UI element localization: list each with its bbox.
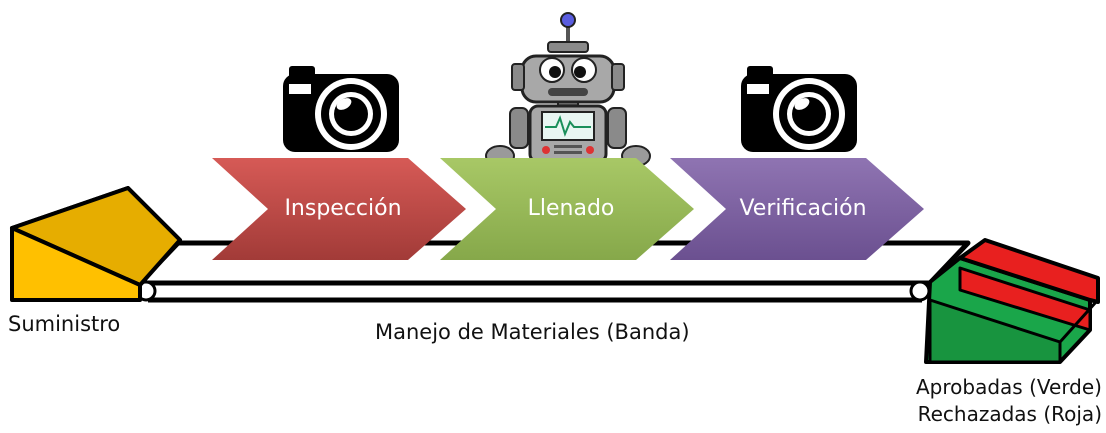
stage-label-verification: Verificación <box>739 196 867 221</box>
rejected-bin <box>958 238 1100 304</box>
rejected-label: Rechazadas (Roja) <box>917 402 1102 426</box>
robot-icon <box>485 12 651 167</box>
conveyor-roller-right <box>909 280 931 302</box>
chevron-verification <box>670 158 924 260</box>
output-bin <box>924 238 1100 364</box>
stage-label-inspection: Inspección <box>284 196 402 221</box>
process-chevrons <box>212 158 924 260</box>
camera-icon <box>741 66 857 152</box>
chevron-inspection <box>212 158 466 260</box>
conveyor-label: Manejo de Materiales (Banda) <box>375 320 690 344</box>
supply-bin <box>10 186 182 302</box>
approved-label: Aprobadas (Verde) <box>916 375 1102 399</box>
supply-label: Suministro <box>8 312 121 336</box>
camera-icon <box>283 66 399 152</box>
chevron-filling <box>440 158 694 260</box>
stage-label-filling: Llenado <box>527 196 615 221</box>
